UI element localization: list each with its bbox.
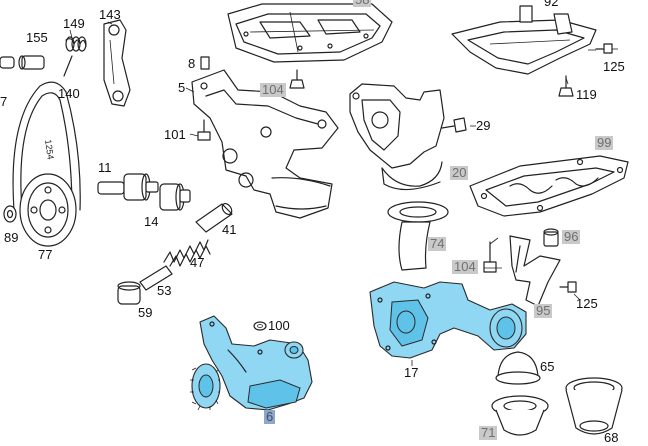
label-100[interactable]: 100 bbox=[268, 318, 290, 333]
belt-text: 1254 bbox=[43, 139, 56, 160]
label-104-bottom[interactable]: 104 bbox=[452, 259, 478, 274]
part-17-oil-pipe-drawing[interactable] bbox=[369, 281, 527, 359]
bolt-104-drawing[interactable] bbox=[289, 69, 305, 89]
label-143[interactable]: 143 bbox=[99, 7, 121, 22]
label-74[interactable]: 74 bbox=[428, 236, 447, 251]
leader-lines bbox=[69, 21, 596, 366]
label-59[interactable]: 59 bbox=[138, 305, 153, 320]
part-77-pulley-drawing[interactable] bbox=[19, 173, 77, 247]
part-89-washer-drawing[interactable] bbox=[3, 205, 17, 223]
part-99-drawing[interactable] bbox=[469, 155, 629, 217]
label-14[interactable]: 14 bbox=[144, 214, 159, 229]
label-68[interactable]: 68 bbox=[604, 430, 619, 445]
label-155[interactable]: 155 bbox=[26, 30, 48, 45]
label-53[interactable]: 53 bbox=[157, 283, 172, 298]
svg-text:1254: 1254 bbox=[43, 139, 56, 160]
bolt-101-drawing[interactable] bbox=[197, 119, 211, 141]
part-6-oil-pump-drawing[interactable] bbox=[190, 315, 313, 411]
part-20-drawing[interactable] bbox=[349, 83, 445, 191]
label-41[interactable]: 41 bbox=[222, 222, 237, 237]
part-7-belt-drawing[interactable]: 1254 bbox=[12, 81, 81, 211]
part-143-drawing[interactable] bbox=[103, 19, 131, 107]
label-92[interactable]: 92 bbox=[544, 0, 559, 9]
label-17[interactable]: 17 bbox=[404, 365, 419, 380]
label-47[interactable]: 47 bbox=[190, 255, 205, 270]
part-74-drawing[interactable] bbox=[387, 201, 449, 271]
label-7[interactable]: 7 bbox=[0, 94, 8, 109]
bolt-8-drawing[interactable] bbox=[200, 56, 210, 70]
label-140[interactable]: 140 bbox=[58, 86, 80, 101]
label-11[interactable]: 11 bbox=[98, 160, 112, 175]
part-65-drawing[interactable] bbox=[495, 351, 541, 385]
label-5[interactable]: 5 bbox=[178, 80, 186, 95]
part-58-drawing[interactable] bbox=[227, 3, 393, 63]
part-59-drawing[interactable] bbox=[117, 281, 141, 305]
label-149[interactable]: 149 bbox=[63, 16, 85, 31]
part-95-bracket-drawing[interactable] bbox=[509, 235, 561, 307]
part-47-spring-drawing[interactable] bbox=[163, 239, 211, 267]
label-58[interactable]: 58 bbox=[353, 0, 372, 7]
label-96[interactable]: 96 bbox=[562, 229, 581, 244]
label-125-bottom[interactable]: 125 bbox=[576, 296, 598, 311]
bolt-29-drawing[interactable] bbox=[441, 117, 467, 133]
part-71-drawing[interactable] bbox=[491, 395, 549, 436]
part-155-drawing[interactable] bbox=[0, 55, 45, 70]
label-119[interactable]: 119 bbox=[576, 87, 597, 102]
bolt-104-lower-drawing[interactable] bbox=[483, 237, 499, 273]
label-20[interactable]: 20 bbox=[450, 165, 469, 180]
bolt-125-lower-drawing[interactable] bbox=[559, 281, 577, 293]
part-149-drawing[interactable] bbox=[63, 36, 87, 77]
label-104-top[interactable]: 104 bbox=[260, 82, 286, 97]
label-101[interactable]: 101 bbox=[164, 127, 186, 142]
part-14-drawing[interactable] bbox=[159, 183, 191, 211]
part-92-drawing[interactable] bbox=[451, 5, 597, 75]
label-29[interactable]: 29 bbox=[476, 118, 491, 133]
part-96-drawing[interactable] bbox=[543, 228, 559, 247]
label-8[interactable]: 8 bbox=[188, 56, 196, 71]
label-89[interactable]: 89 bbox=[4, 230, 19, 245]
part-11-drawing[interactable] bbox=[97, 173, 159, 201]
label-99[interactable]: 99 bbox=[595, 135, 614, 150]
label-65[interactable]: 65 bbox=[540, 359, 555, 374]
part-5-housing-drawing[interactable] bbox=[191, 69, 339, 219]
label-125-top[interactable]: 125 bbox=[603, 59, 625, 74]
part-68-drawing[interactable] bbox=[565, 377, 623, 435]
label-95[interactable]: 95 bbox=[534, 303, 553, 318]
label-77[interactable]: 77 bbox=[38, 247, 53, 262]
washer-100-drawing[interactable] bbox=[253, 321, 267, 331]
bolt-125-top-drawing[interactable] bbox=[595, 43, 618, 54]
label-6[interactable]: 6 bbox=[264, 409, 276, 424]
label-71[interactable]: 71 bbox=[479, 425, 498, 440]
part-41-drawing[interactable] bbox=[195, 202, 234, 233]
part-53-drawing[interactable] bbox=[139, 265, 173, 291]
